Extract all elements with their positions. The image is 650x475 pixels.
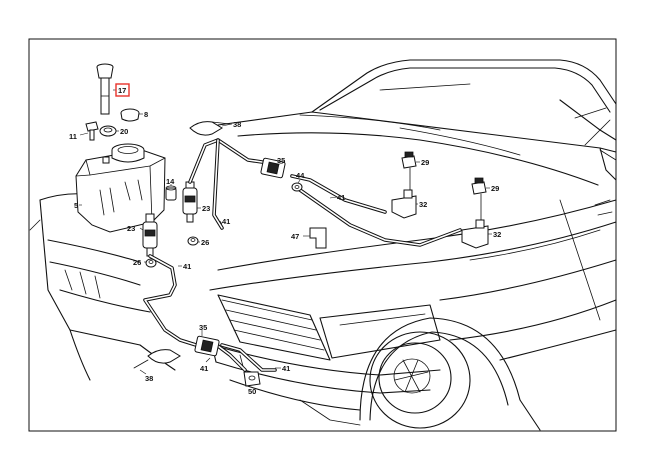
callout-38-upper: 38 — [233, 120, 241, 129]
t-connector-left — [391, 189, 417, 219]
callout-47: 47 — [291, 232, 299, 241]
mounting-screw — [85, 121, 99, 141]
reservoir-cap — [120, 108, 140, 122]
check-valve-lower — [194, 335, 220, 357]
hose-bracket-47 — [309, 227, 327, 249]
callout-41-c: 41 — [337, 193, 345, 202]
callout-41-d: 41 — [200, 364, 208, 373]
callout-23-upper: 23 — [202, 204, 210, 213]
callout-5: 5 — [74, 201, 78, 210]
callout-11: 11 — [69, 132, 77, 141]
diagram-frame — [28, 38, 617, 432]
callout-44: 44 — [296, 171, 305, 180]
callout-23-lower: 23 — [127, 224, 135, 233]
callout-50: 50 — [248, 387, 256, 396]
callout-32-right: 32 — [493, 230, 501, 239]
washer-reservoir — [75, 143, 166, 233]
car-body-outline — [209, 59, 617, 431]
pump-seal-upper — [187, 236, 199, 246]
hose-clamp-44 — [291, 182, 303, 192]
callout-labels: 17 8 11 20 5 14 23 23 41 26 26 41 38 35 … — [69, 86, 501, 396]
callout-32-left: 32 — [419, 200, 427, 209]
hose-clip-50 — [243, 371, 261, 387]
hose-clip-lower — [133, 349, 181, 369]
washer-pump-upper — [182, 181, 198, 223]
left-front-corner — [29, 193, 176, 381]
pump-seal-lower — [145, 258, 157, 268]
hose-clip-upper — [189, 121, 231, 136]
callout-35-lower: 35 — [199, 323, 207, 332]
callout-41-e: 41 — [282, 364, 290, 373]
washer-hoses — [143, 138, 462, 372]
washer-nozzle-right — [471, 177, 487, 221]
t-connector-right — [461, 219, 489, 249]
callout-14: 14 — [166, 177, 175, 186]
callout-8: 8 — [144, 110, 148, 119]
callout-41-b: 41 — [183, 262, 191, 271]
callout-17-highlight-box — [115, 83, 130, 97]
pump-grommet-14 — [165, 185, 177, 201]
callout-41-a: 41 — [222, 217, 230, 226]
callout-17: 17 — [118, 86, 126, 95]
callout-35-upper: 35 — [277, 156, 285, 165]
fluid-level-sensor — [96, 63, 114, 115]
check-valve-upper — [260, 157, 286, 179]
callout-26-upper: 26 — [201, 238, 209, 247]
washer-pump-lower — [142, 213, 158, 257]
callout-29-right: 29 — [491, 184, 499, 193]
callout-26-lower: 26 — [133, 258, 141, 267]
rubber-grommet — [99, 125, 117, 137]
callout-20: 20 — [120, 127, 128, 136]
callout-38-lower: 38 — [145, 374, 153, 383]
callout-29-left: 29 — [421, 158, 429, 167]
washer-nozzle-left — [401, 151, 417, 193]
